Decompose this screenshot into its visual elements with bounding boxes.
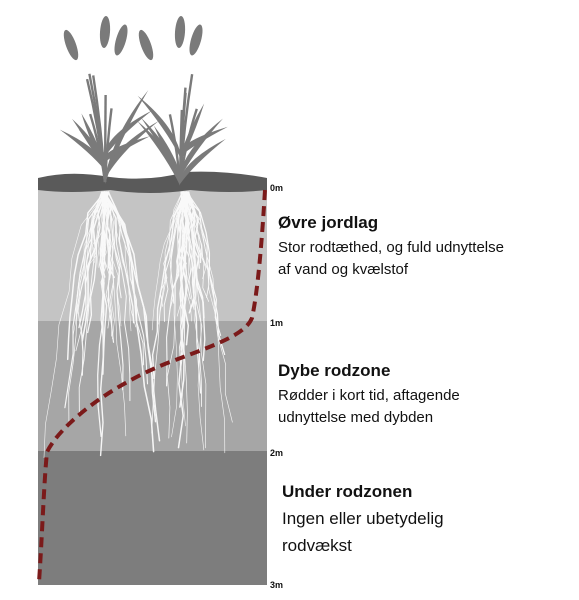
wheat-ear	[138, 29, 154, 61]
root-strand	[187, 191, 195, 308]
root-strand	[151, 191, 183, 331]
zone-title-below: Under rodzonen	[282, 482, 413, 501]
root-strand	[87, 191, 105, 334]
root-strand	[159, 191, 183, 307]
root-strand	[99, 191, 109, 457]
topsoil-layer	[38, 188, 267, 321]
zone-desc-deep-line1: Rødder i kort tid, aftagende	[278, 387, 460, 404]
zone-title-deep: Dybe rodzone	[278, 361, 391, 380]
soil-surface	[38, 171, 267, 193]
root-strand	[102, 191, 127, 437]
root-strand	[80, 191, 107, 376]
subsoil-layer	[38, 451, 267, 585]
root-strand	[100, 191, 122, 327]
root-strand	[66, 191, 106, 361]
root-strand	[103, 191, 149, 385]
root-strand	[179, 191, 187, 309]
depth-label-2m: 2m	[270, 448, 284, 458]
zone-desc-below-line2: rodvækst	[282, 536, 352, 555]
roots	[43, 191, 233, 458]
wheat-plant-left	[59, 16, 159, 184]
plant-leaf	[180, 103, 205, 163]
wheat-ear	[189, 24, 203, 56]
depth-label-0m: 0m	[270, 183, 284, 193]
zone-desc-below-line1: Ingen eller ubetydelig	[282, 509, 444, 528]
root-strand	[185, 191, 205, 319]
root-strand	[171, 191, 188, 438]
root-strand	[186, 191, 222, 336]
root-strand	[181, 191, 233, 423]
wheat-ear	[63, 29, 79, 61]
root-strand	[163, 191, 187, 322]
root-strand	[68, 191, 106, 422]
root-strand	[171, 191, 183, 304]
wheat-ear	[174, 16, 186, 48]
zone-title-upper: Øvre jordlag	[278, 213, 379, 232]
root-strand	[101, 191, 115, 340]
root-system-left	[43, 191, 161, 458]
zone-desc-deep-line2: udnyttelse med dybden	[278, 409, 434, 426]
root-strand	[151, 191, 186, 434]
zone-desc-upper-line1: Stor rodtæthed, og fuld udnyttelse	[278, 239, 504, 256]
zone-desc-upper-line2: af vand og kvælstof	[278, 261, 409, 278]
root-strand	[92, 191, 108, 263]
root-strand	[102, 191, 132, 332]
root-strand	[180, 191, 187, 427]
root-strand	[100, 191, 108, 313]
plant-leaf	[105, 90, 149, 184]
root-strand	[182, 191, 190, 444]
depth-label-1m: 1m	[270, 318, 284, 328]
wheat-plant-right	[137, 16, 228, 186]
root-strand	[151, 191, 186, 379]
depth-label-3m: 3m	[270, 580, 284, 590]
plant-stem	[103, 94, 107, 183]
root-strand	[180, 191, 226, 356]
plant-leaf	[105, 110, 153, 157]
wheat-ear	[99, 16, 111, 48]
root-strand	[188, 191, 210, 302]
root-strand	[64, 191, 109, 409]
root-strand	[102, 191, 131, 402]
root-strand	[102, 191, 161, 442]
root-strand	[181, 191, 188, 265]
root-strand	[99, 191, 107, 339]
root-strand	[43, 191, 107, 458]
root-strand	[181, 191, 205, 451]
root-strand	[81, 191, 108, 342]
root-strand	[166, 191, 188, 439]
wheat-ear	[114, 24, 128, 56]
root-strand	[180, 191, 200, 269]
root-system-right	[151, 191, 233, 454]
root-depth-line	[37, 189, 267, 583]
